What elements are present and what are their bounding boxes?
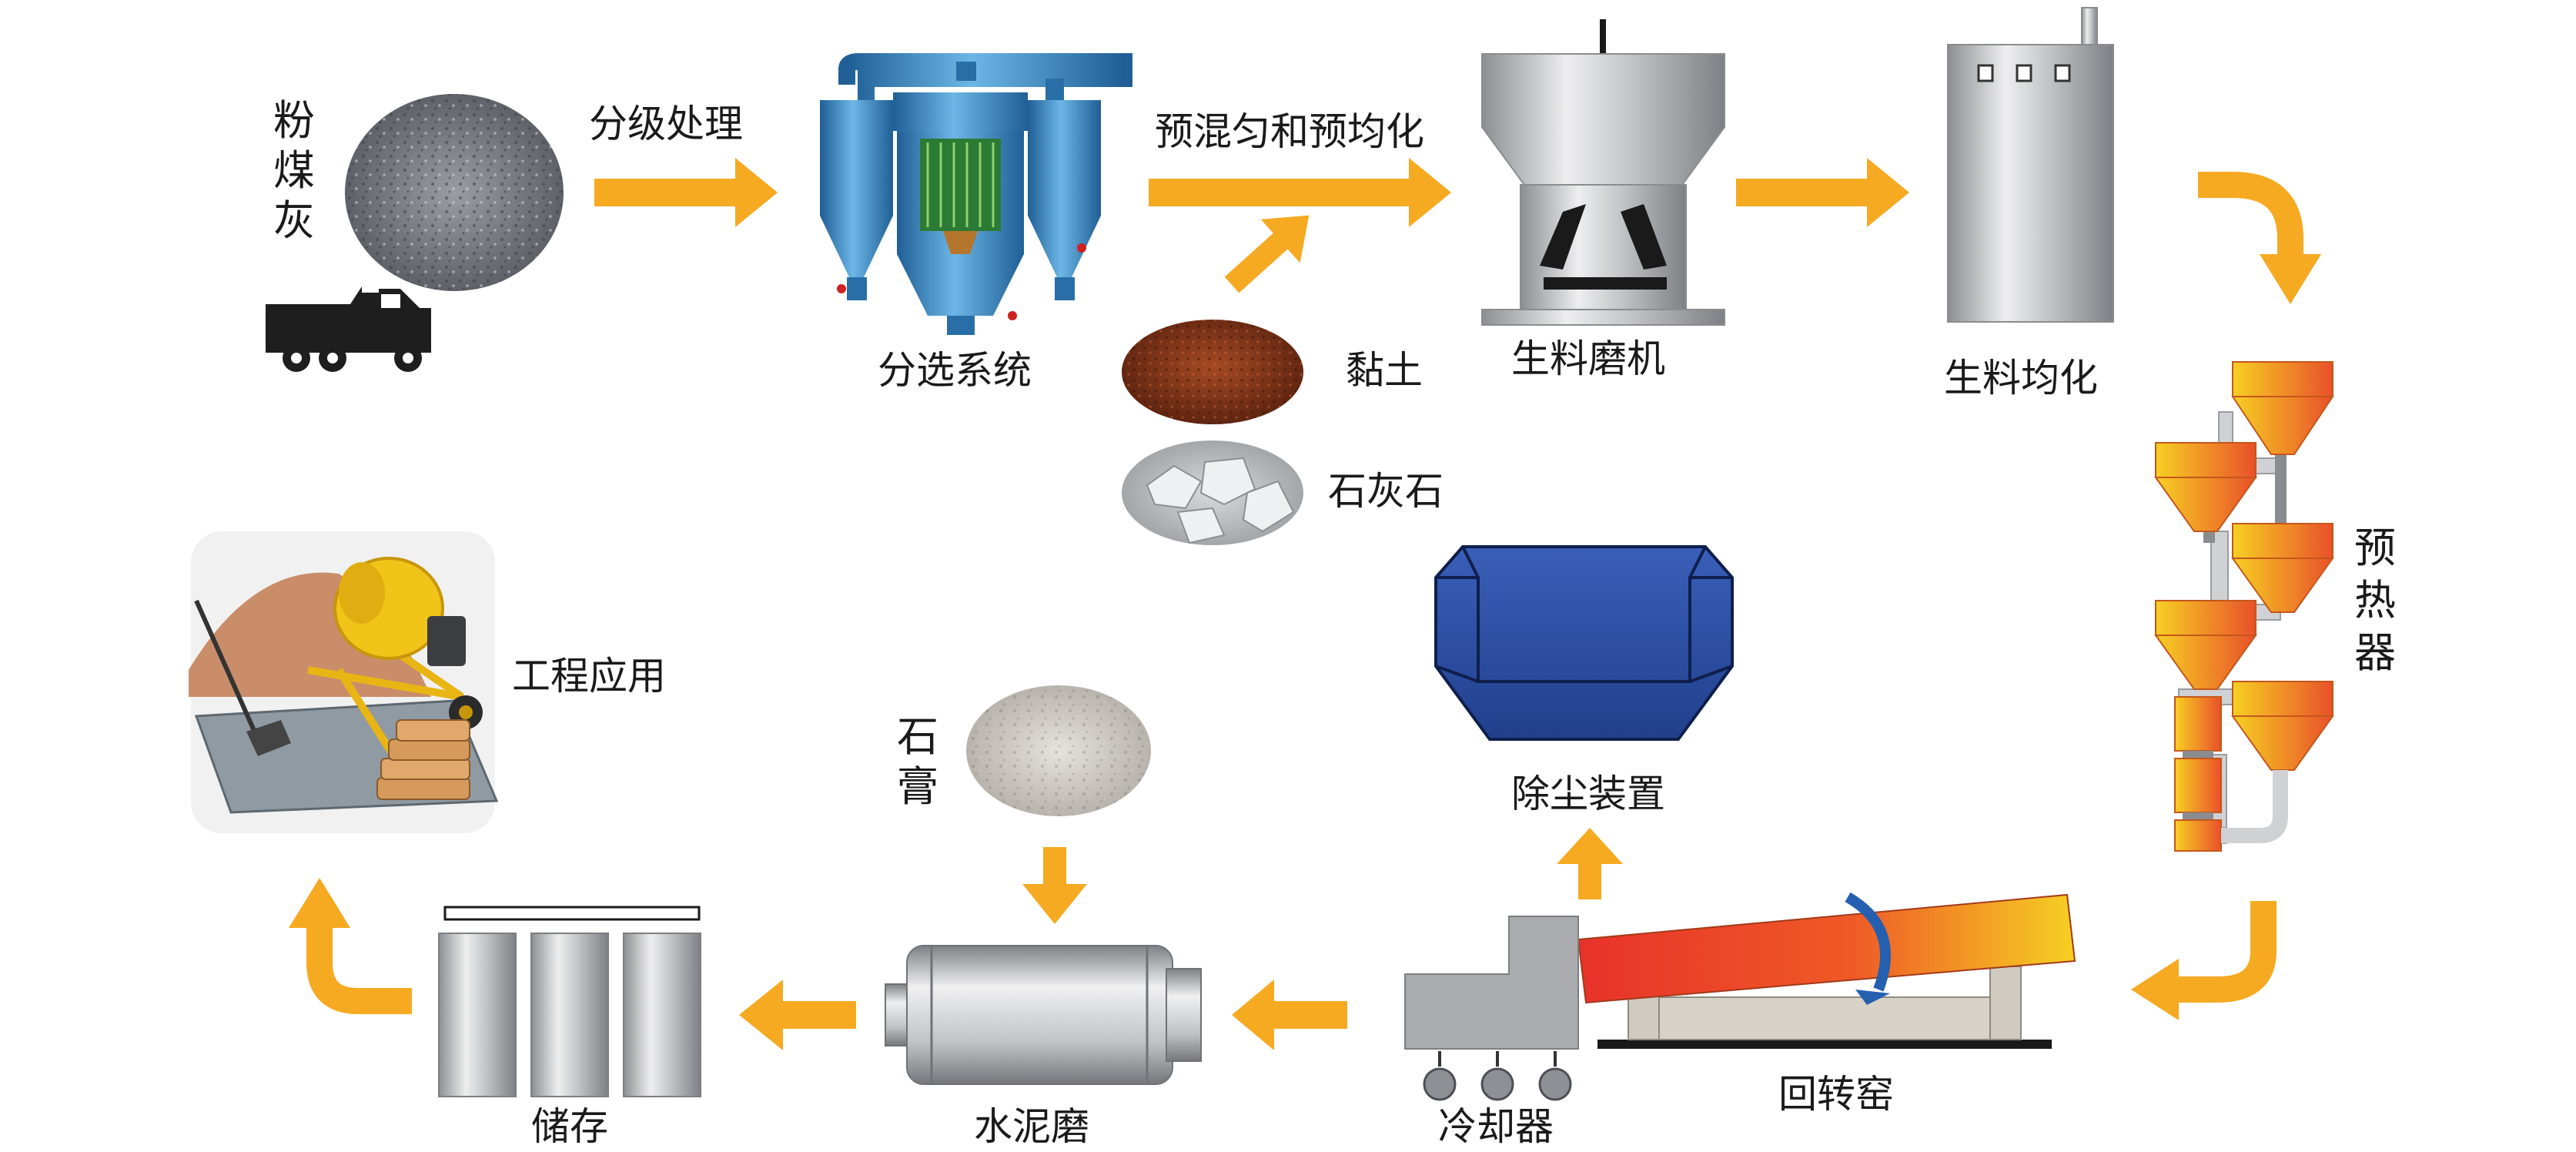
cooler-icon <box>1404 916 1579 1101</box>
rotary-kiln-icon <box>1577 892 2076 1049</box>
preheater-tower-icon <box>2154 361 2334 852</box>
arrow-to-dust <box>1557 828 1623 899</box>
arrow-to-preheater <box>2198 172 2321 304</box>
arrow-to-cement-mill <box>1232 980 1347 1050</box>
label-fly-ash-2: 煤 <box>273 146 315 195</box>
label-grading: 分级处理 <box>589 102 743 146</box>
clay-pile <box>1122 320 1303 424</box>
label-fly-ash-1: 粉 <box>273 96 315 145</box>
arrow-to-application <box>289 878 412 1014</box>
label-preheater-2: 热 <box>2354 576 2396 625</box>
label-application: 工程应用 <box>512 654 666 698</box>
label-fly-ash-3: 灰 <box>273 196 315 245</box>
raw-mill-icon <box>1481 19 1725 326</box>
label-gypsum-1: 石 <box>897 712 938 761</box>
label-separation: 分选系统 <box>878 348 1032 393</box>
label-kiln: 回转窑 <box>1778 1072 1894 1117</box>
application-icon <box>189 531 499 833</box>
label-preheater-1: 预 <box>2354 524 2396 572</box>
homogenization-silo-icon <box>1947 7 2114 323</box>
label-homogenization: 生料均化 <box>1944 356 2098 400</box>
label-limestone: 石灰石 <box>1328 469 1444 514</box>
label-dust-removal: 除尘装置 <box>1511 772 1665 816</box>
cement-mill-icon <box>885 945 1202 1085</box>
label-premix: 预混匀和预均化 <box>1155 109 1424 154</box>
arrow-to-storage <box>739 980 856 1050</box>
arrow-clay-in <box>1224 215 1310 293</box>
dust-removal-icon <box>1434 545 1734 741</box>
label-cement-mill: 水泥磨 <box>974 1104 1089 1149</box>
storage-silos-icon <box>438 906 701 1097</box>
label-raw-mill: 生料磨机 <box>1511 337 1665 381</box>
fly-ash-pile <box>345 94 564 291</box>
arrow-premix <box>1149 158 1451 227</box>
separation-system-icon <box>820 53 1132 335</box>
label-gypsum-2: 膏 <box>897 762 938 811</box>
gypsum-pile <box>966 685 1151 816</box>
arrow-to-homogenization <box>1736 158 1909 227</box>
arrow-gypsum-in <box>1022 847 1087 924</box>
truck-icon <box>266 286 431 372</box>
label-preheater-3: 器 <box>2354 628 2396 677</box>
label-clay: 黏土 <box>1346 348 1423 393</box>
arrow-grading <box>594 158 778 227</box>
label-cooler: 冷却器 <box>1438 1104 1554 1149</box>
label-storage: 储存 <box>531 1104 608 1149</box>
limestone-pile <box>1122 440 1303 545</box>
arrow-to-kiln <box>2131 901 2277 1020</box>
flow-arrows <box>289 158 2321 1050</box>
